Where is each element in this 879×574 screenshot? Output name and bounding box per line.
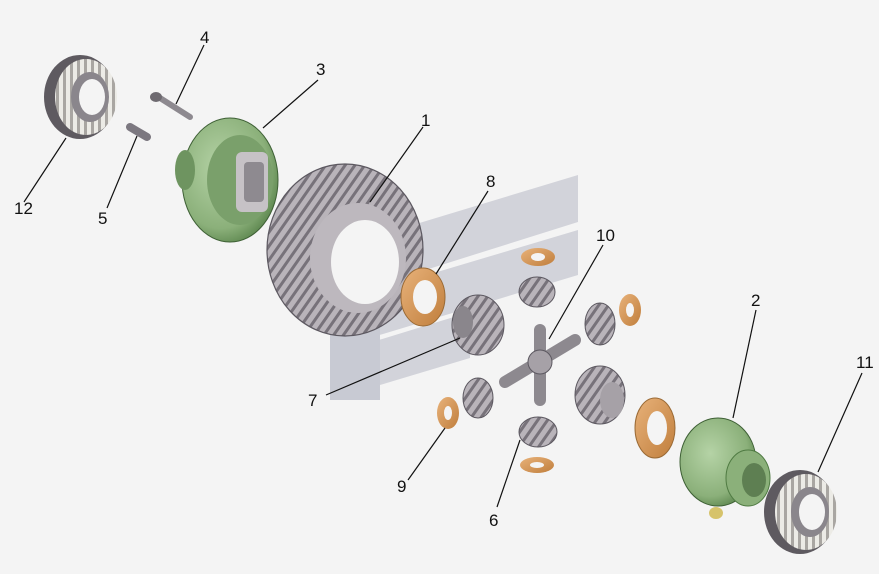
callout-7: 7	[308, 391, 317, 410]
leader-lines	[23, 44, 863, 508]
ring-gear	[266, 163, 424, 337]
leader-7	[325, 337, 461, 396]
bolt	[150, 92, 193, 120]
callout-8: 8	[486, 172, 495, 191]
leader-9	[407, 427, 446, 481]
pinion-gear	[518, 416, 558, 448]
pinion-thrust-washer	[437, 397, 459, 429]
side-gear	[451, 294, 505, 356]
pinion-thrust-washer-top	[521, 248, 555, 266]
leader-4	[175, 44, 205, 105]
callout-9: 9	[397, 477, 406, 496]
stud-pin	[126, 123, 151, 141]
pinion-gear-left	[462, 377, 494, 419]
leader-3	[262, 79, 319, 129]
side-gear-thrust-washer	[400, 267, 446, 327]
leader-8	[435, 190, 489, 275]
bearing-left	[44, 55, 117, 139]
callout-numbers: 1 2 3 4 5 6 7 8 9 10 11 12	[14, 28, 874, 530]
callout-2: 2	[751, 291, 760, 310]
side-gear-thrust-washer-right	[634, 397, 676, 459]
pinion-thrust-washer-bottom	[520, 457, 554, 473]
callout-11: 11	[856, 353, 874, 372]
pinion-thrust-washer-right	[619, 294, 641, 326]
bearing-right	[764, 470, 837, 554]
differential-case-right	[679, 417, 771, 519]
leader-1	[369, 126, 424, 203]
callout-3: 3	[316, 60, 325, 79]
leader-10	[548, 244, 604, 340]
side-gear-right	[574, 365, 626, 425]
pinion-gear-right	[584, 302, 616, 346]
leader-12	[23, 137, 67, 203]
leader-5	[106, 135, 138, 209]
callout-4: 4	[200, 28, 209, 47]
callout-5: 5	[98, 209, 107, 228]
spider-cross	[499, 324, 581, 406]
callout-12: 12	[14, 199, 33, 218]
differential-case-left	[175, 117, 279, 243]
callout-6: 6	[489, 511, 498, 530]
leader-2	[732, 309, 757, 419]
leader-11	[817, 372, 863, 473]
leader-6	[496, 439, 521, 508]
callout-10: 10	[596, 226, 615, 245]
pinion-gear-top	[518, 276, 556, 308]
callout-1: 1	[421, 111, 430, 130]
